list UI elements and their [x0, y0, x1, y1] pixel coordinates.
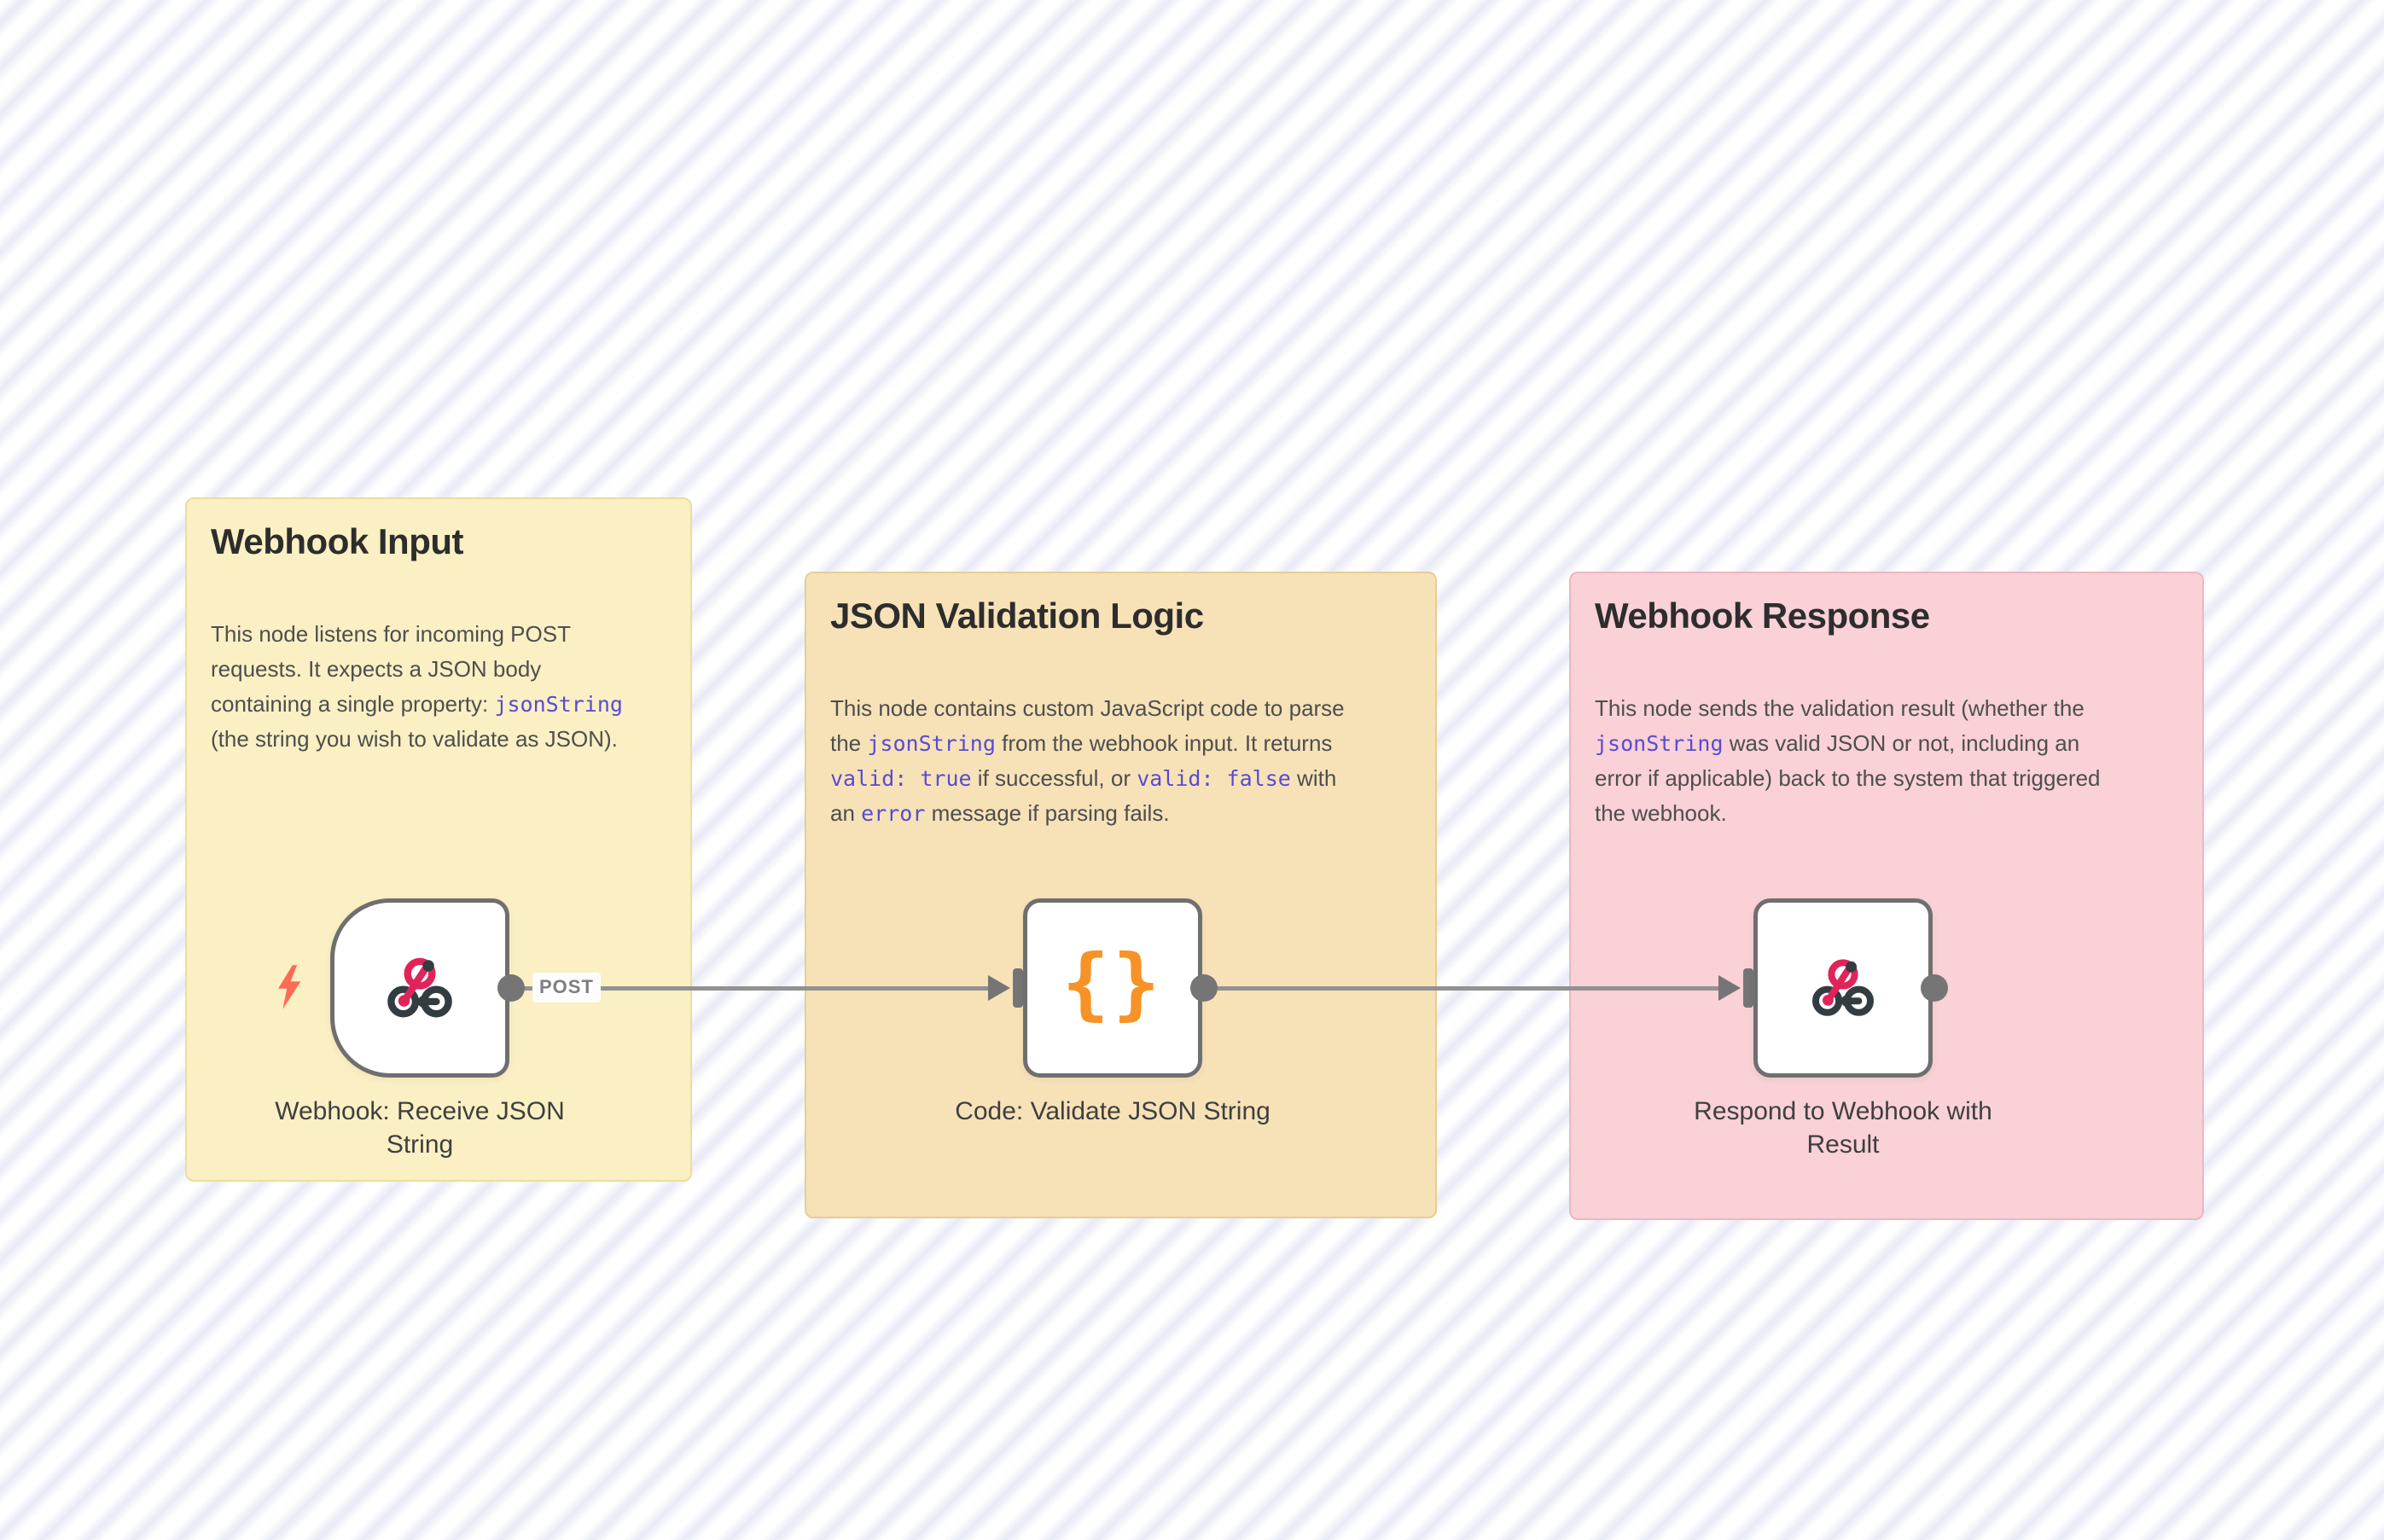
node-webhook-trigger[interactable]	[330, 898, 509, 1078]
sticky-body: This node listens for incoming POST requ…	[211, 621, 623, 752]
output-port-respond[interactable]	[1921, 974, 1948, 1002]
node-label-webhook: Webhook: Receive JSON String	[275, 1097, 565, 1159]
node-respond-to-webhook[interactable]	[1753, 898, 1933, 1078]
input-arrow-icon	[988, 968, 1023, 1008]
sticky-title: Webhook Response	[1595, 596, 1930, 636]
connection-label-post: POST	[532, 973, 601, 1002]
lightning-bolt-icon	[278, 965, 301, 1009]
webhook-icon	[387, 957, 452, 1018]
output-port-code[interactable]	[1190, 974, 1218, 1002]
sticky-body: This node contains custom JavaScript cod…	[830, 695, 1345, 826]
sticky-note-json-validation-logic[interactable]: JSON Validation Logic This node contains…	[805, 572, 1437, 1218]
node-code[interactable]: {}	[1023, 898, 1202, 1078]
sticky-title: Webhook Input	[211, 521, 464, 561]
webhook-icon	[1812, 959, 1874, 1016]
code-braces-icon: {}	[1061, 937, 1164, 1029]
sticky-note-webhook-response[interactable]: Webhook Response This node sends the val…	[1569, 572, 2204, 1220]
connection-code-to-respond[interactable]	[1204, 986, 1727, 991]
node-label-respond: Respond to Webhook with Result	[1694, 1097, 1992, 1159]
connection-webhook-to-code[interactable]	[511, 986, 994, 991]
input-arrow-icon	[1718, 968, 1753, 1008]
node-label-code: Code: Validate JSON String	[955, 1097, 1270, 1125]
sticky-body: This node sends the validation result (w…	[1595, 695, 2101, 826]
sticky-title: JSON Validation Logic	[830, 596, 1204, 636]
output-port-webhook[interactable]	[497, 974, 525, 1002]
sticky-note-webhook-input[interactable]: Webhook Input This node listens for inco…	[185, 497, 692, 1182]
